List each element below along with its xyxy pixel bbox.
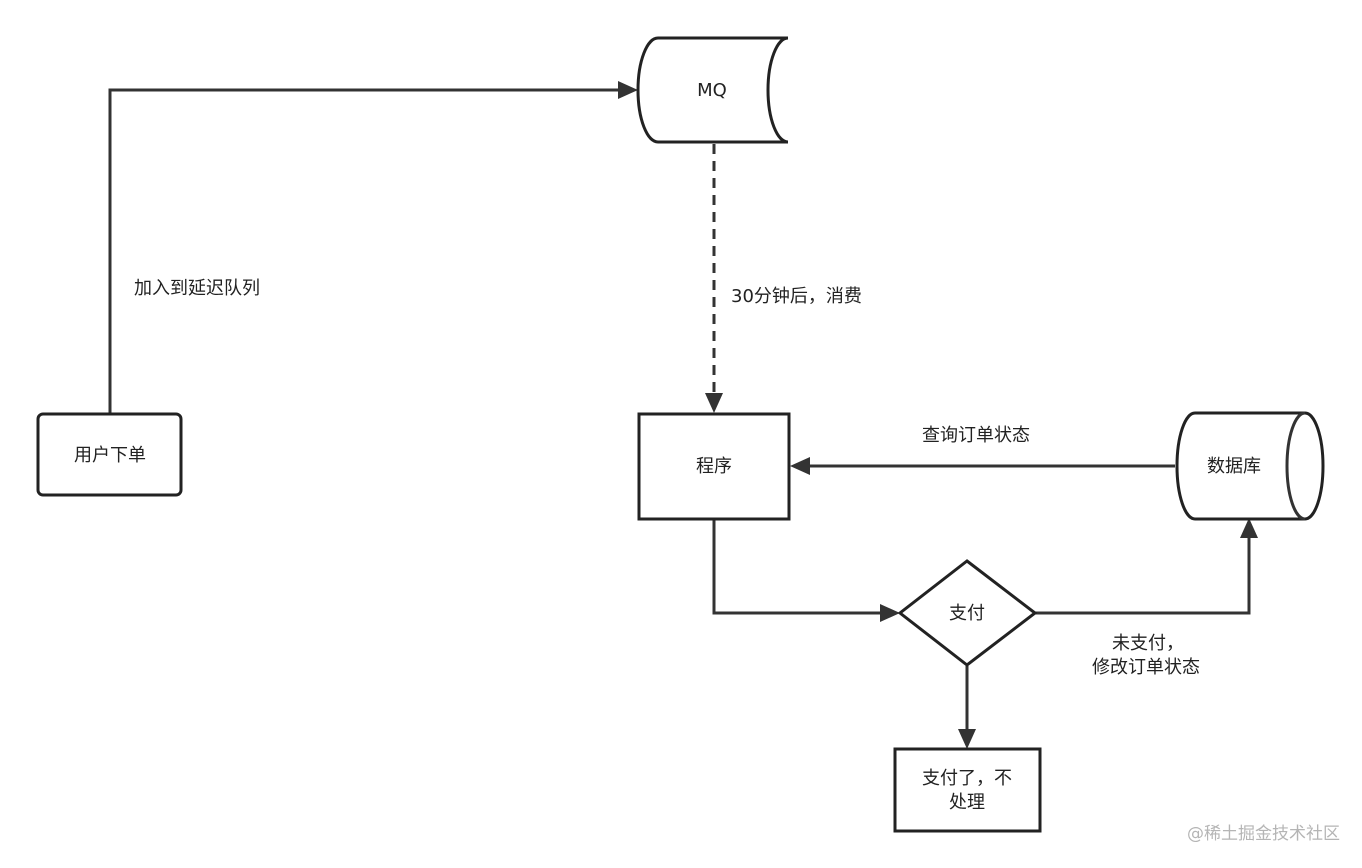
arrowhead-left bbox=[790, 457, 810, 475]
node-label-database: 数据库 bbox=[1207, 456, 1261, 477]
edge-program-to-decision bbox=[712, 519, 900, 622]
node-label-paid-line1: 支付了，不 bbox=[922, 768, 1012, 789]
edge-label-unpaid-line1: 未支付， bbox=[1112, 633, 1184, 654]
edge-decision-to-paid bbox=[958, 666, 976, 749]
edge-db-to-program bbox=[790, 457, 1175, 475]
edge-label-enqueue: 加入到延迟队列 bbox=[134, 278, 260, 299]
arrowhead-right bbox=[618, 81, 638, 99]
node-program: 程序 bbox=[637, 412, 791, 521]
node-label-paid-line2: 处理 bbox=[949, 792, 985, 813]
edge-label-unpaid-line2: 修改订单状态 bbox=[1092, 657, 1200, 678]
arrowhead-down bbox=[958, 729, 976, 749]
node-label-pay-decision: 支付 bbox=[949, 603, 985, 624]
edge-user-to-mq bbox=[108, 81, 638, 413]
edge-label-consume: 30分钟后，消费 bbox=[731, 286, 862, 307]
arrowhead-down bbox=[705, 393, 723, 413]
node-paid-result: 支付了，不 处理 bbox=[893, 747, 1042, 833]
watermark-text: @稀土掘金技术社区 bbox=[1187, 824, 1340, 844]
edge-decision-to-db bbox=[1035, 518, 1258, 615]
node-label-user-order: 用户下单 bbox=[74, 445, 146, 466]
node-user-order: 用户下单 bbox=[36, 412, 183, 497]
node-mq: MQ bbox=[636, 36, 789, 144]
edge-label-query-status: 查询订单状态 bbox=[922, 425, 1030, 446]
arrowhead-up bbox=[1240, 518, 1258, 538]
node-label-mq: MQ bbox=[697, 80, 727, 101]
node-label-program: 程序 bbox=[696, 456, 732, 477]
node-pay-decision: 支付 bbox=[897, 559, 1038, 667]
arrowhead-right bbox=[880, 604, 900, 622]
node-database: 数据库 bbox=[1175, 411, 1325, 521]
edge-mq-to-program bbox=[705, 144, 723, 413]
